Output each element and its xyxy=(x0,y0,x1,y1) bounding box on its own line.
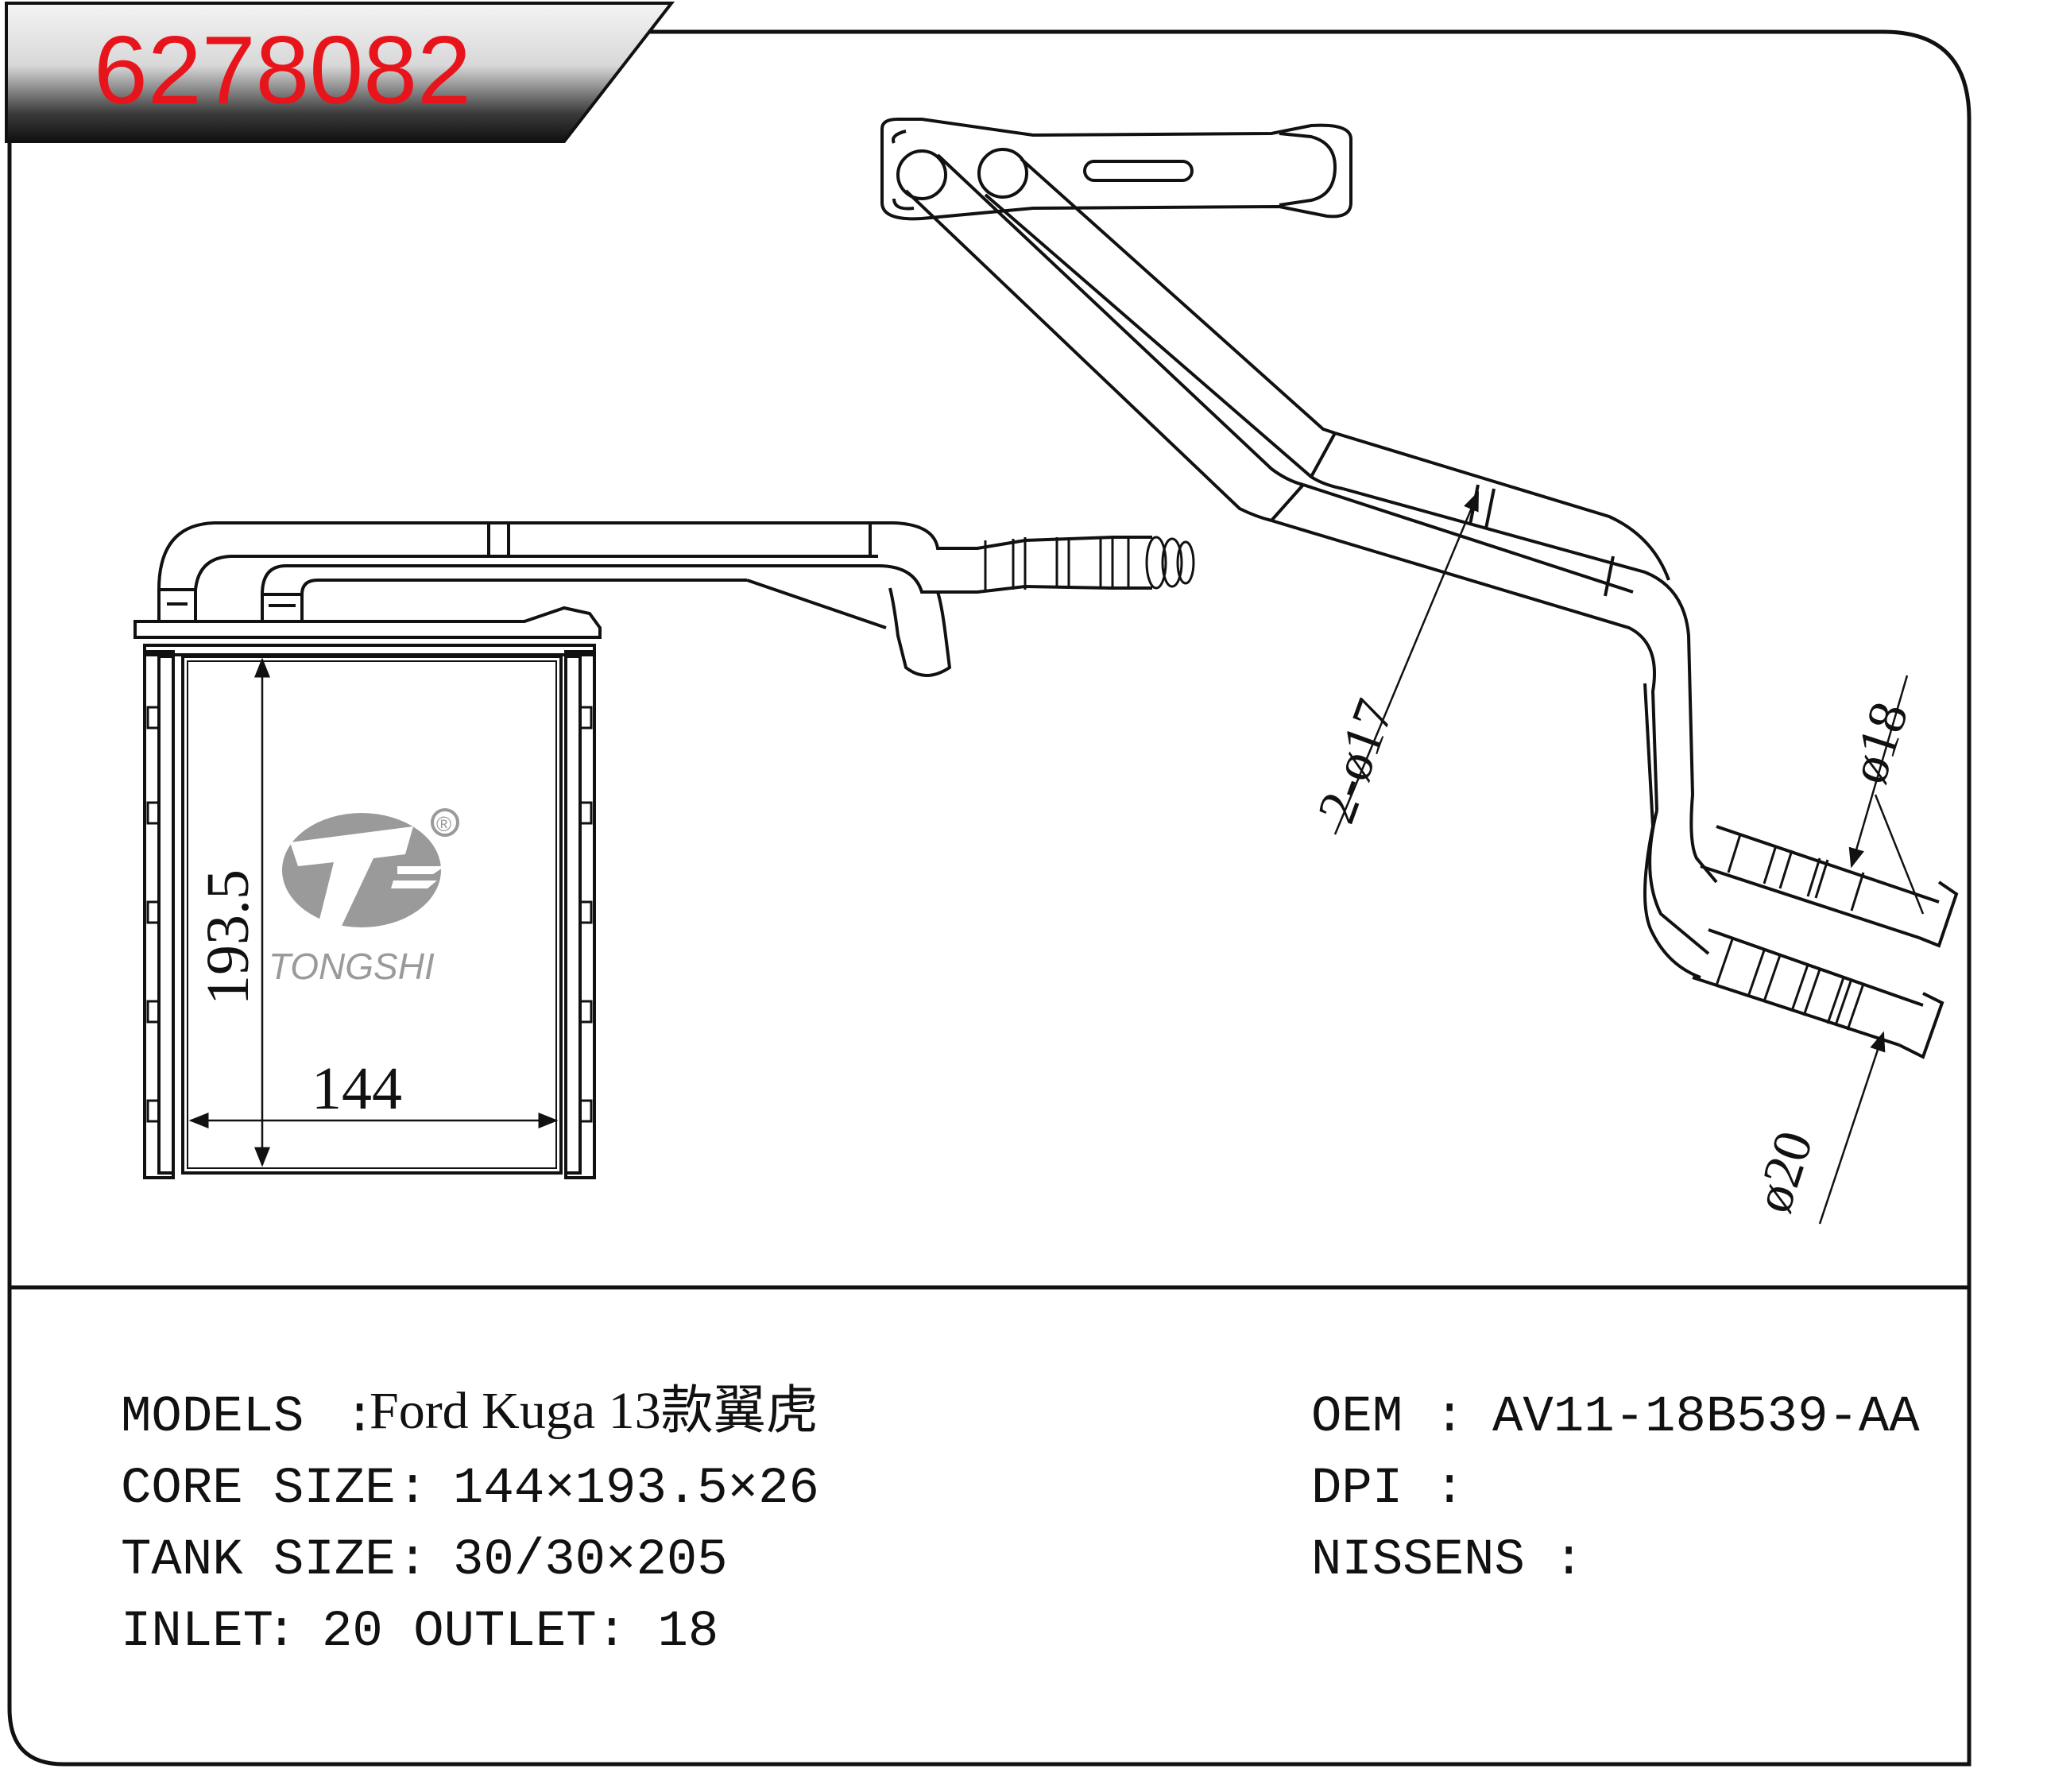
core-height-dimension: 193.5 xyxy=(195,869,261,1005)
spec-inlet-sep: : xyxy=(266,1604,296,1661)
spec-tank-size-value: 30/30×205 xyxy=(453,1532,728,1589)
spec-core-size-label: CORE SIZE xyxy=(121,1461,396,1518)
spec-table-left: MODELS : Ford Kuga 13款翼虎 CORE SIZE : 144… xyxy=(121,1382,819,1661)
spec-inlet-label: INLET xyxy=(121,1604,273,1661)
spec-models-label: MODELS xyxy=(121,1389,304,1446)
spec-oem-label: OEM xyxy=(1311,1389,1403,1446)
spec-nissens-sep: : xyxy=(1554,1532,1584,1589)
core-width-dimension: 144 xyxy=(312,1055,402,1122)
outer-frame xyxy=(7,29,1972,1767)
heater-core-front-view xyxy=(134,521,1195,1179)
spec-models-value: Ford Kuga 13款翼虎 xyxy=(370,1382,818,1440)
spec-tank-size-label: TANK SIZE xyxy=(121,1532,396,1589)
spec-inlet-value: 20 OUTLET: 18 xyxy=(322,1604,718,1661)
spec-oem-value: AV11-18B539-AA xyxy=(1492,1389,1920,1446)
registered-mark-icon xyxy=(431,808,459,837)
spec-dpi-label: DPI xyxy=(1311,1461,1403,1518)
spec-models-sep: : xyxy=(314,1389,375,1446)
spec-core-size-value: 144×193.5×26 xyxy=(453,1461,819,1518)
inlet-diameter-dimension: ø20 xyxy=(1742,1124,1824,1219)
pipe-pair-diameter-dimension: 2-ø17 xyxy=(1306,691,1406,830)
core-dimension-lines xyxy=(188,657,559,1167)
spec-table-right: OEM : AV11-18B539-AA DPI : NISSENS : xyxy=(1311,1389,1920,1589)
outlet-diameter-dimension: ø18 xyxy=(1837,695,1920,790)
spec-nissens-label: NISSENS xyxy=(1311,1532,1525,1589)
logo-text: TONGSHI xyxy=(269,946,435,987)
pipe-dimension-lines xyxy=(1333,490,1925,1225)
spec-tank-size-sep: : xyxy=(397,1532,428,1589)
spec-core-size-sep: : xyxy=(397,1461,428,1518)
tongshi-logo: TONGSHI ® xyxy=(269,808,459,987)
spec-oem-sep: : xyxy=(1434,1389,1465,1446)
spec-dpi-sep: : xyxy=(1434,1461,1465,1518)
part-number: 6278082 xyxy=(94,16,471,124)
part-number-tag: 6278082 xyxy=(5,2,675,143)
svg-text:®: ® xyxy=(436,812,451,836)
pipe-assembly-view xyxy=(880,118,1959,1059)
